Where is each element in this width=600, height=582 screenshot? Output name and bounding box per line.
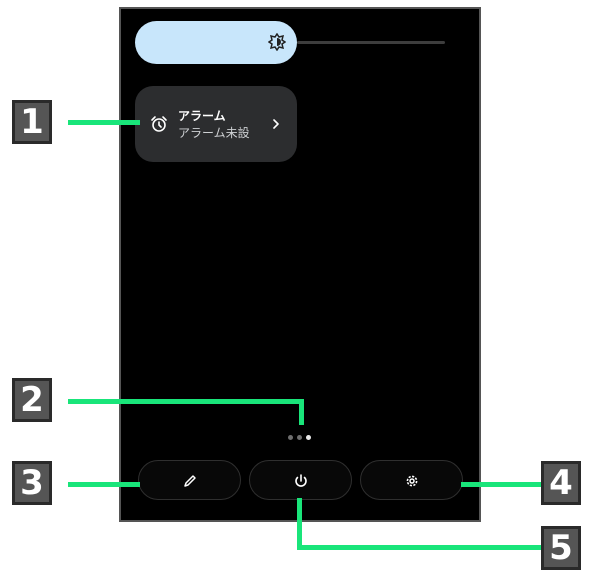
callout-line-5-vertical [297,498,302,550]
callout-5: 5 [541,526,581,570]
callout-line-5 [297,545,541,550]
power-icon [295,474,307,487]
page-indicator-dot [297,435,302,440]
brightness-icon [268,33,286,51]
callout-line-3 [68,482,140,487]
brightness-slider-track[interactable] [297,41,445,44]
callout-line-4 [461,482,541,487]
callout-1: 1 [12,100,52,144]
edit-button[interactable] [138,460,241,500]
alarm-tile-title: アラーム [178,109,226,123]
phone-screen [119,7,481,522]
callout-line-2 [68,399,303,404]
alarm-tile-subtitle: アラーム未設 [178,126,250,140]
callout-3: 3 [12,461,52,505]
alarm-tile[interactable] [135,86,297,162]
pencil-icon [184,475,196,487]
page-indicator-dot [288,435,293,440]
power-button[interactable] [249,460,352,500]
settings-button[interactable] [360,460,463,500]
callout-2: 2 [12,378,52,422]
chevron-right-icon [273,119,279,129]
alarm-clock-icon [151,116,167,132]
gear-icon [406,475,418,487]
callout-4: 4 [541,461,581,505]
callout-line-2-vertical [299,399,304,425]
page-indicator-dot-active [306,435,311,440]
callout-line-1 [68,120,140,125]
